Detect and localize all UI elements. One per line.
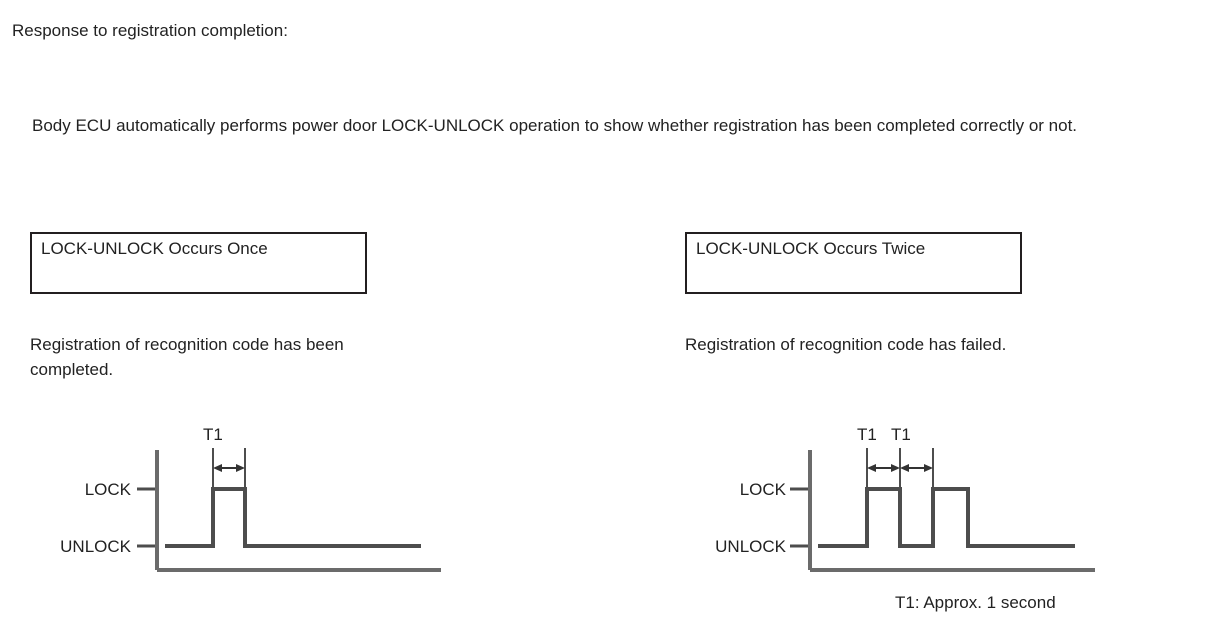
timing-waveform-twice xyxy=(790,448,1095,572)
callout-box-occurs-once: LOCK-UNLOCK Occurs Once xyxy=(30,232,367,294)
page-title: Response to registration completion: xyxy=(12,21,288,40)
intro-paragraph: Body ECU automatically performs power do… xyxy=(32,116,1078,135)
lock-axis-label: LOCK xyxy=(84,480,131,499)
t1-label-first: T1 xyxy=(857,425,877,444)
column-once: LOCK-UNLOCK Occurs Once Registration of … xyxy=(0,232,604,588)
column-twice: LOCK-UNLOCK Occurs Twice Registration of… xyxy=(655,0,1208,644)
t1-label-second: T1 xyxy=(891,425,911,444)
t1-label: T1 xyxy=(203,425,223,444)
timing-diagram-twice: LOCK UNLOCK T1 T1 xyxy=(655,418,1208,588)
result-caption-once: Registration of recognition code has bee… xyxy=(30,335,344,379)
timing-waveform-once xyxy=(137,448,441,572)
callout-box-label: LOCK-UNLOCK Occurs Twice xyxy=(696,239,926,258)
lock-axis-label: LOCK xyxy=(739,480,786,499)
unlock-axis-label: UNLOCK xyxy=(715,537,786,556)
footnote-t1: T1: Approx. 1 second xyxy=(895,593,1056,612)
result-caption-twice: Registration of recognition code has fai… xyxy=(685,335,1007,354)
unlock-axis-label: UNLOCK xyxy=(60,537,131,556)
callout-box-occurs-twice: LOCK-UNLOCK Occurs Twice xyxy=(685,232,1022,294)
callout-box-label: LOCK-UNLOCK Occurs Once xyxy=(41,239,268,258)
timing-diagram-once: LOCK UNLOCK T1 xyxy=(0,418,604,588)
